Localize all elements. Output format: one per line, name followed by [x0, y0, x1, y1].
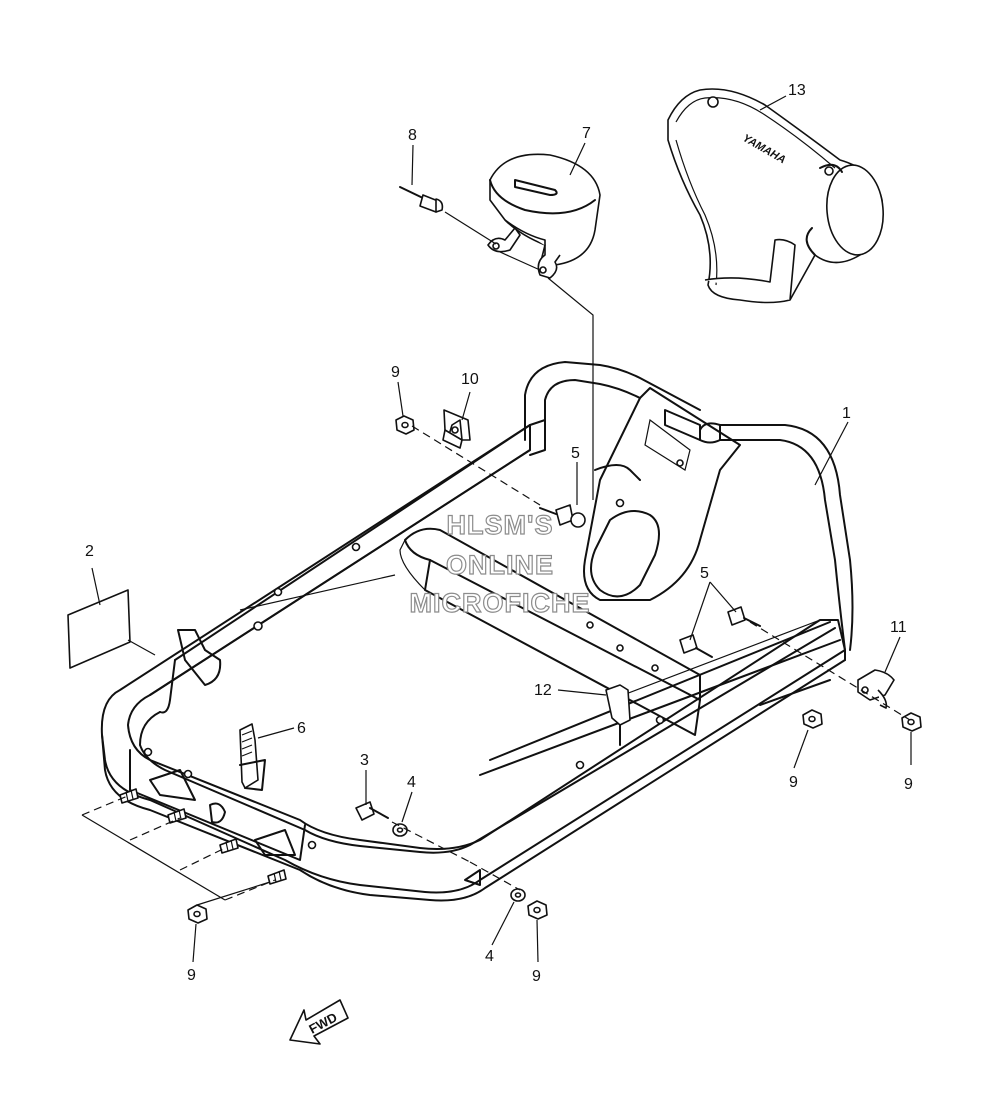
leader-lines: [91, 95, 912, 963]
callout-4-upper: 4: [407, 774, 416, 791]
clip-12: [605, 684, 631, 746]
callout-9-far-right: 9: [904, 776, 913, 793]
callout-12: 12: [534, 682, 552, 699]
callout-5-center: 5: [571, 445, 580, 462]
seat-pad: [487, 153, 601, 279]
callout-3: 3: [360, 752, 369, 769]
callout-labels: 1 2 3 4 4 5 5 6 7 8 9 9 9 9 9 10 11 12 1…: [85, 82, 913, 985]
decal: [67, 589, 131, 669]
callout-1: 1: [842, 405, 851, 422]
fwd-direction-arrow: FWD: [289, 999, 349, 1045]
clamp-11: [857, 669, 895, 709]
callout-5-right: 5: [700, 565, 709, 582]
alignment-lines: [81, 211, 911, 906]
watermark-line-3: MICROFICHE: [410, 588, 591, 618]
fasteners: [119, 415, 922, 924]
watermark-line-1: HLSM'S: [447, 510, 554, 540]
callout-9-lower-left: 9: [187, 967, 196, 984]
steering-pad: YAMAHA: [667, 88, 884, 304]
rivet: [399, 186, 444, 213]
callout-9-upper: 9: [391, 364, 400, 381]
callout-2: 2: [85, 543, 94, 560]
fwd-label: FWD: [306, 1010, 339, 1037]
callout-8: 8: [408, 127, 417, 144]
watermark: HLSM'S ONLINE MICROFICHE: [409, 509, 591, 618]
callout-4-lower: 4: [485, 948, 494, 965]
callout-9-lower-middle: 9: [532, 968, 541, 985]
clamp-10: [442, 409, 471, 449]
callout-9-right: 9: [789, 774, 798, 791]
frame-assembly: [100, 361, 854, 902]
callout-11: 11: [890, 619, 907, 636]
callout-6: 6: [297, 720, 306, 737]
callout-7: 7: [582, 125, 591, 142]
cable-tie: [239, 723, 266, 791]
callout-10: 10: [461, 371, 479, 388]
watermark-line-2: ONLINE: [446, 550, 554, 580]
callout-13: 13: [788, 82, 806, 99]
